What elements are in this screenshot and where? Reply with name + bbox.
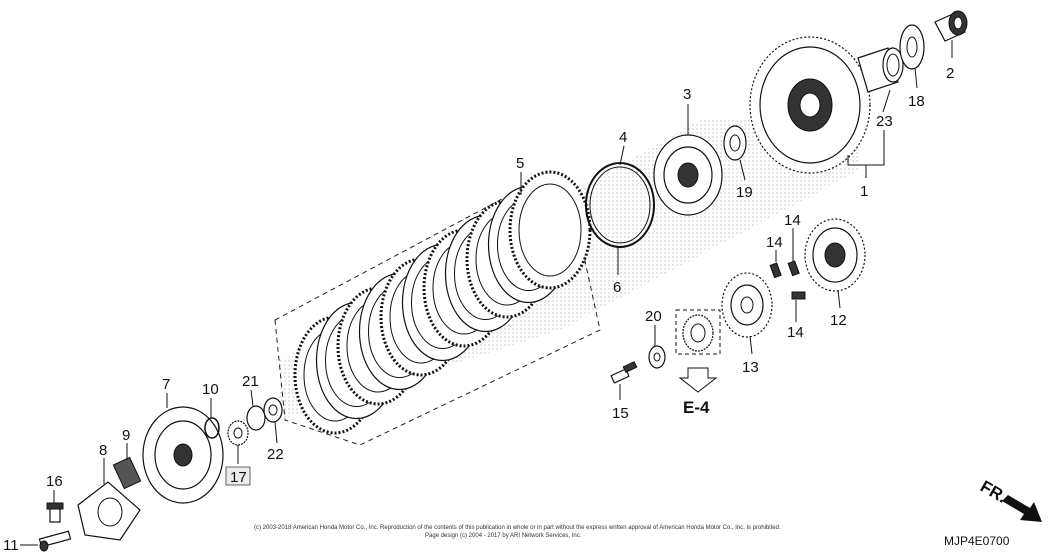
clutch-spring xyxy=(112,456,142,490)
ref-arrow-icon xyxy=(678,367,718,393)
copyright-line-2: Page design (c) 2004 - 2017 by ARI Netwo… xyxy=(425,533,582,539)
clutch-plates xyxy=(293,170,592,435)
callout-3: 3 xyxy=(683,86,691,103)
callout-1: 1 xyxy=(860,183,868,200)
callout-19: 19 xyxy=(736,184,753,201)
callout-4: 4 xyxy=(619,129,627,146)
leader-lines xyxy=(20,40,953,546)
callout-5: 5 xyxy=(516,155,524,172)
callout-13: 13 xyxy=(742,359,759,376)
callout-12: 12 xyxy=(830,312,847,329)
oil-pump-drive-gear xyxy=(804,218,866,292)
bolt-16 xyxy=(46,502,64,523)
pressure-plate xyxy=(142,406,224,504)
washer-19 xyxy=(723,125,747,161)
clutch-center xyxy=(653,134,723,216)
callout-17-box xyxy=(225,466,251,486)
pin-14b xyxy=(787,260,800,277)
callout-20: 20 xyxy=(645,308,662,325)
callout-21: 21 xyxy=(242,373,259,390)
callout-11: 11 xyxy=(3,537,19,554)
collar xyxy=(934,10,968,42)
clutch-outer xyxy=(749,36,871,174)
sprocket xyxy=(721,272,773,338)
lifter-rod xyxy=(38,530,72,552)
washer-22 xyxy=(263,397,283,423)
thrust-washer xyxy=(899,24,925,70)
callout-7: 7 xyxy=(162,376,170,393)
callout-18: 18 xyxy=(908,93,925,110)
clutch-plate-inner xyxy=(518,183,582,277)
callout-14-left: 14 xyxy=(766,234,783,251)
callout-6: 6 xyxy=(613,279,621,296)
callout-9: 9 xyxy=(122,427,130,444)
callout-17: 17 xyxy=(230,469,247,486)
pin-14a xyxy=(769,262,782,279)
snap-ring-10 xyxy=(204,417,220,439)
copyright-line-1: (c) 2003-2018 American Honda Motor Co., … xyxy=(254,525,781,531)
front-direction-arrow-icon xyxy=(1002,495,1042,522)
needle-cage xyxy=(675,309,721,355)
washer-21 xyxy=(246,405,266,431)
diagram-code: MJP4E0700 xyxy=(944,534,1010,548)
ref-label-e4[interactable]: E-4 xyxy=(683,398,710,417)
lifter-plate xyxy=(77,481,141,541)
callout-14-top: 14 xyxy=(784,212,801,229)
callout-16: 16 xyxy=(46,473,63,490)
callout-15: 15 xyxy=(612,405,629,422)
bearing-17 xyxy=(227,420,249,446)
washer-20 xyxy=(648,345,666,369)
clutch-plate xyxy=(508,170,592,290)
callout-23: 23 xyxy=(876,113,893,130)
callout-10: 10 xyxy=(202,381,219,398)
callout-22: 22 xyxy=(267,446,284,463)
callout-2: 2 xyxy=(946,65,954,82)
callout-14-bottom: 14 xyxy=(787,324,804,341)
bolt-15 xyxy=(610,361,638,384)
callout-8: 8 xyxy=(99,442,107,459)
needle-bearing xyxy=(857,47,904,93)
pin-14c xyxy=(791,291,806,300)
